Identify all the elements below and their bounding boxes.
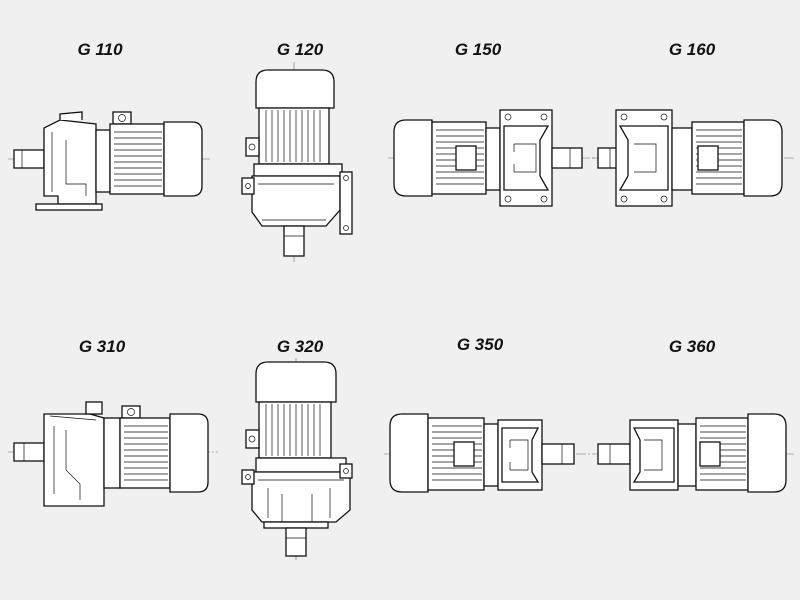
adapter-flange: [671, 127, 693, 191]
g350-label: G 350: [457, 335, 504, 354]
fan-cover: [393, 119, 433, 197]
adapter-flange: [677, 423, 697, 487]
terminal-box: [245, 137, 260, 157]
g110-drawing: G 110: [8, 40, 212, 211]
fan-cover: [169, 413, 209, 493]
g160-drawing: G 160: [592, 40, 795, 207]
output-flange: [263, 521, 329, 529]
adapter-flange: [485, 127, 501, 191]
motor-body: [109, 123, 165, 195]
terminal-box: [699, 441, 721, 467]
gear-housing: [497, 419, 543, 491]
g350-drawing: G 350: [384, 335, 592, 493]
adapter-flange: [255, 457, 347, 473]
fan-cover: [743, 119, 783, 197]
gear-housing: [251, 175, 341, 227]
fan-cover: [747, 413, 787, 493]
g310-label: G 310: [79, 337, 126, 356]
gear-housing: [43, 413, 105, 507]
gear-housing: [629, 419, 679, 491]
output-shaft: [551, 147, 583, 169]
g120-label: G 120: [277, 40, 324, 59]
terminal-box: [245, 429, 260, 449]
fan-cover: [389, 413, 429, 493]
adapter-flange: [103, 417, 121, 489]
g110-label: G 110: [77, 40, 123, 59]
adapter-flange: [95, 129, 111, 193]
gear-housing: [251, 471, 351, 523]
motor-body: [119, 417, 171, 489]
terminal-box: [697, 145, 719, 171]
g150-drawing: G 150: [388, 40, 595, 207]
g360-label: G 360: [669, 337, 716, 356]
g160-label: G 160: [669, 40, 716, 59]
g320-drawing: G 320: [241, 337, 353, 560]
output-shaft: [13, 442, 45, 462]
g360-drawing: G 360: [592, 337, 795, 493]
fan-cover: [255, 361, 337, 403]
output-shaft: [283, 225, 305, 257]
output-shaft: [285, 527, 307, 557]
fan-cover: [255, 69, 335, 109]
output-shaft: [13, 149, 45, 169]
adapter-flange: [483, 423, 499, 487]
mounting-foot: [35, 203, 103, 211]
g320-label: G 320: [277, 337, 324, 356]
output-shaft: [541, 443, 575, 465]
g310-drawing: G 310: [8, 337, 218, 507]
adapter-flange: [253, 163, 343, 177]
terminal-box: [121, 405, 141, 419]
terminal-box: [455, 145, 477, 171]
motor-body: [258, 107, 330, 165]
g150-label: G 150: [455, 40, 502, 59]
fan-cover: [163, 121, 203, 197]
gear-housing: [499, 109, 553, 207]
terminal-box: [112, 111, 132, 125]
output-shaft: [597, 443, 631, 465]
gear-housing: [615, 109, 673, 207]
mounting-flange: [339, 171, 353, 235]
terminal-box: [453, 441, 475, 467]
g120-drawing: G 120: [241, 40, 353, 262]
